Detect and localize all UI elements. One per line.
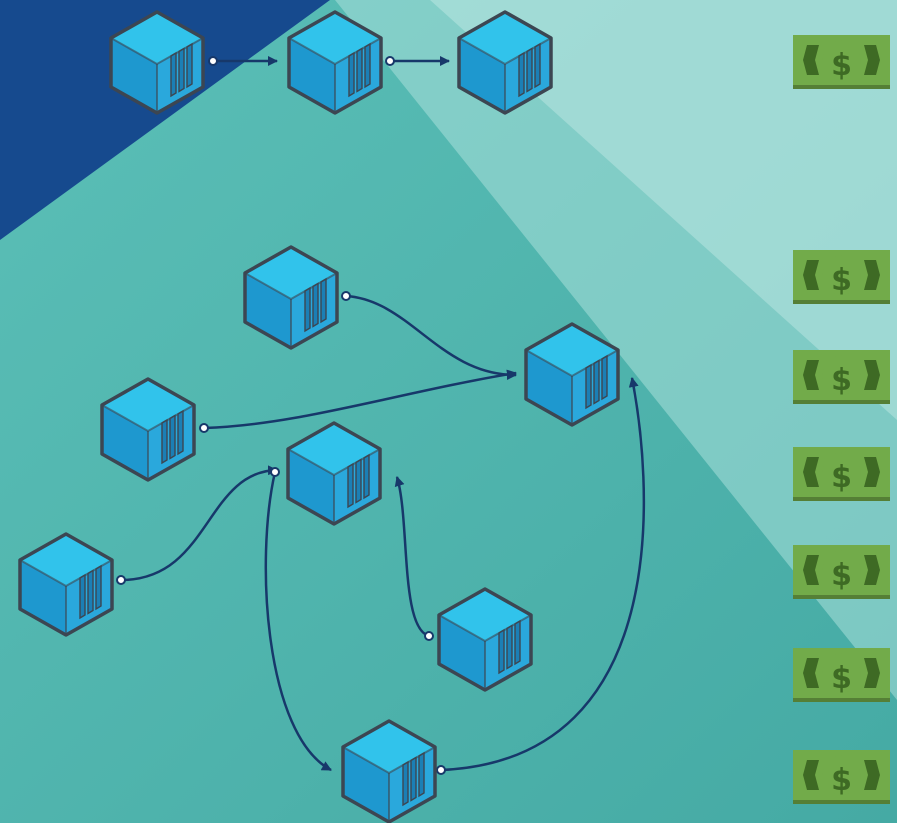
container-b-cube-icon <box>524 322 620 427</box>
connector-edges <box>116 56 646 775</box>
bill-symbol: $ <box>831 763 852 798</box>
money-bill-icon: $ <box>793 648 890 702</box>
bill-symbol: $ <box>831 263 852 298</box>
container-2-cube-icon <box>287 10 383 115</box>
connector-dot <box>424 631 434 641</box>
money-bill-icon: $ <box>793 447 890 501</box>
bill-symbol: $ <box>831 558 852 593</box>
money-bill-icon: $ <box>793 545 890 599</box>
background-highlight-band <box>430 0 897 420</box>
edge-container-c-to-container-b <box>199 369 517 433</box>
edge-container-d-to-container-g <box>264 467 332 772</box>
connector-dot <box>436 765 446 775</box>
bill-symbol: $ <box>831 460 852 495</box>
connector-dot <box>116 575 126 585</box>
money-bill-icon: $ <box>793 250 890 304</box>
edge-container-e-to-container-d <box>116 465 278 585</box>
edge-container-2-to-container-3 <box>385 56 450 66</box>
container-nodes <box>18 10 620 823</box>
connector-dot <box>341 291 351 301</box>
container-a-cube-icon <box>243 245 339 350</box>
container-1-cube-icon <box>109 10 205 115</box>
money-bill-icon: $ <box>793 350 890 404</box>
container-e-cube-icon <box>18 532 114 637</box>
edge-container-1-to-container-2 <box>208 56 278 66</box>
edge-container-a-to-container-b <box>341 291 517 380</box>
edge-container-f-to-container-d <box>394 476 434 641</box>
connector-dot <box>270 467 280 477</box>
connector-dot <box>385 56 395 66</box>
connector-dot <box>208 56 218 66</box>
container-d-cube-icon <box>286 421 382 526</box>
bill-symbol: $ <box>831 48 852 83</box>
container-c-cube-icon <box>100 377 196 482</box>
container-g-cube-icon <box>341 719 437 823</box>
money-bill-icon: $ <box>793 35 890 89</box>
bill-symbol: $ <box>831 363 852 398</box>
bill-symbol: $ <box>831 661 852 696</box>
container-3-cube-icon <box>457 10 553 115</box>
connector-dot <box>199 423 209 433</box>
money-bill-icon: $ <box>793 750 890 804</box>
container-f-cube-icon <box>437 587 533 692</box>
edge-container-g-to-container-b <box>436 377 646 775</box>
